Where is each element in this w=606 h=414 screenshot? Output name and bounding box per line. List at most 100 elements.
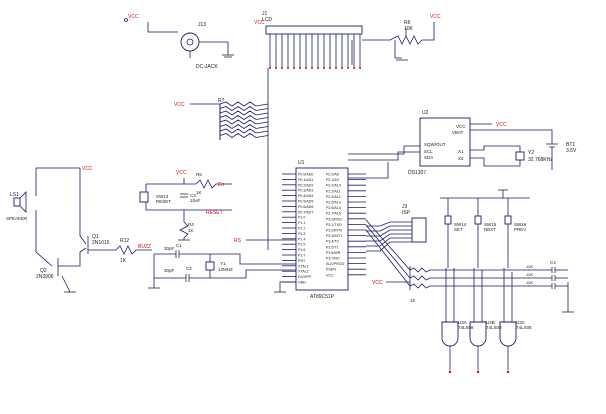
crystal-y1-section: RS C1 30pF C2 30pF Y1 12MHZ (148, 238, 296, 293)
u1-left-pin-label: P1.0 (298, 216, 305, 220)
u2-ref: U2 (422, 110, 429, 116)
u1-left-pin-label: P0.4/AD4 (298, 194, 313, 198)
u1-left-pin-label: P1.7 (298, 254, 305, 258)
u3b-part: 74LS08 (486, 325, 502, 330)
u2-pin-scl: SCL (424, 149, 433, 154)
u1-left-pin-label: P1.2 (298, 227, 305, 231)
u1-left-pin-label: XTAL1 (298, 264, 309, 268)
en-label: En (218, 182, 224, 188)
vcc-node-icon (124, 18, 128, 22)
u1-right-pin-label: P3.2/INT0 (326, 229, 342, 233)
u1-right-pin-label: ALE/PROG (326, 262, 345, 266)
dc-jack-section: VCC J13 DC-JACK (124, 14, 234, 70)
u1-right-pin-label: P2.1/A9 (326, 178, 339, 182)
vcc-label-u2: VCC (496, 122, 507, 128)
u2-pin-sqw: SQW/OUT (424, 142, 446, 147)
r7-resistor-element (219, 101, 269, 107)
and-gates-section: U3A 74LS08 U3B 74LS08 U3C 74LS08 (441, 268, 532, 374)
sw14-label: SET (454, 227, 463, 232)
pullup-signal-wire (365, 229, 411, 287)
vcc-label-jack: VCC (128, 14, 139, 20)
sw13-label: RESET (156, 199, 171, 204)
u1-right-pin-label: P2.5/A13 (326, 201, 341, 205)
vcc-label-lcd: VCC (254, 20, 265, 26)
u1-right-pin-label: PSEN (326, 268, 336, 272)
r6-value: 10K (404, 26, 414, 32)
res-10k-label: 10K (526, 280, 533, 285)
u1-right-pin-label: P3.3/INT1 (326, 234, 342, 238)
q1-ref: Q1 (92, 234, 99, 240)
ls1-ref: LS1 (10, 192, 19, 198)
u2-rtc: U2 VCC VBAT SQW/OUT SCL SDA X1 X2 DS1307… (348, 110, 577, 179)
c3-ref: C3 (190, 193, 196, 198)
lcd-pin-node (269, 67, 271, 69)
j13-ref: J13 (198, 22, 206, 28)
u3b-ref: U3B (486, 320, 495, 325)
contrast-pot-section: VCC R6 10K (351, 14, 441, 65)
u3a-ref: U3A (458, 320, 467, 325)
lcd-label: LCD (262, 17, 272, 23)
u1-ref: U1 (298, 160, 305, 166)
vcc-label-pullup: VCC (372, 280, 383, 286)
reset-net-label: RESET (206, 210, 223, 216)
r7-resistor-element (219, 133, 269, 138)
r7-resistor-element (219, 110, 269, 116)
buzzer-section: LS1 SPEAKER VCC Q1 2N1015 R12 1K BUZZ Q2… (6, 166, 152, 293)
pullup-resistor (409, 267, 552, 273)
isp-wire (366, 221, 412, 227)
j1-ref: J1 (262, 11, 268, 17)
dc-jack-icon (180, 32, 200, 52)
y2-value: 32.768KHz (528, 157, 553, 163)
res-10k-label: 10K (526, 272, 533, 277)
u1-left-pin-label: RST (298, 259, 306, 263)
r5-ref: R5 (196, 172, 202, 177)
u2-pin-vcc: VCC (456, 124, 466, 129)
u2-pin-sda: SDA (424, 155, 433, 160)
and-gate-icon (499, 321, 517, 347)
lcd-pin-node (287, 67, 289, 69)
gate-output-node (506, 370, 510, 374)
u1-right-pin-label: VCC (326, 273, 334, 277)
push-button-icon (444, 215, 452, 225)
u1-left-pin-label: P0.3/AD3 (298, 189, 313, 193)
u2-part: DS1307 (408, 170, 426, 176)
u1-left-pin-label: P1.6 (298, 248, 305, 252)
pullup-signal-wire (365, 219, 411, 271)
u1-right-pin-label: P2.4/A12 (326, 195, 341, 199)
u1-right-pin-label: P2.6/A14 (326, 206, 341, 210)
and-gate-icon (441, 321, 459, 347)
u1-left-pin-label: P1.1 (298, 221, 305, 225)
c4-ref: C4 (550, 260, 556, 265)
lcd-pin-node (299, 67, 301, 69)
u1-mcu: U1 P0.0/AD0P0.1/AD1P0.2/AD2P0.3/AD3P0.4/… (282, 160, 366, 300)
speaker-icon (13, 197, 21, 207)
crystal-y1-icon (205, 261, 215, 271)
vcc-label-spk: VCC (82, 166, 93, 172)
r7-resistor-element (219, 124, 269, 129)
lcd-pin-node (275, 67, 277, 69)
lcd-pin-node (359, 67, 361, 69)
u1-right-pin-label: P3.6/WR (326, 251, 341, 255)
r7-ref: R7 (218, 98, 225, 104)
c3-value: 10uF (190, 198, 201, 203)
res-10k-label: 10K (526, 264, 533, 269)
u1-body (295, 167, 349, 291)
lcd-header-section: VCC J1 LCD (254, 11, 363, 250)
u1-left-pin-label: GND (298, 281, 306, 285)
push-button-icon (474, 215, 482, 225)
r7-resistor-element (219, 106, 269, 111)
sw15-label: NEXT (484, 227, 496, 232)
r4-value: 1K (188, 228, 194, 233)
u1-right-pin-label: P2.2/A10 (326, 184, 341, 188)
u1-left-pin-label: P0.1/AD1 (298, 178, 313, 182)
u1-left-pin-label: P1.5 (298, 243, 305, 247)
r12-value: 1K (120, 258, 127, 264)
u1-left-pin-label: P0.6/AD6 (298, 205, 313, 209)
pullup-signal-wire (365, 224, 411, 279)
rs-label: RS (234, 238, 242, 244)
r6-ref: R6 (404, 20, 411, 26)
c1-value: 30pF (164, 246, 175, 251)
u1-left-pin-label: EA/VPP (298, 275, 312, 279)
